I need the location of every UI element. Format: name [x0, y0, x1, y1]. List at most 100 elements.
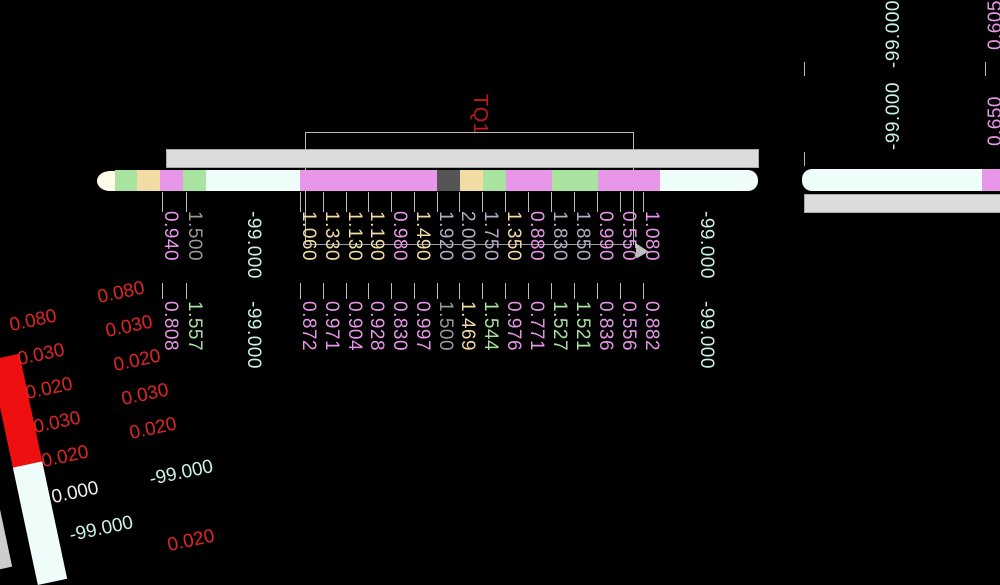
value-label: 0.556 [618, 301, 639, 352]
interval-tick [505, 283, 506, 299]
hole-interval[interactable] [206, 170, 301, 191]
interval-tick [368, 283, 369, 299]
value-label: 0.940 [160, 211, 181, 262]
interval-tick [162, 283, 163, 299]
value-label: 1.850 [572, 211, 593, 262]
value-label: 0.000 [49, 477, 101, 508]
interval-tick [346, 192, 347, 212]
interval-tick [574, 192, 575, 212]
value-label: -99.000 [883, 82, 904, 150]
interval-tick [551, 192, 552, 212]
interval-tick [300, 192, 301, 212]
hole-trace-panel [166, 149, 759, 168]
value-label: 1.521 [572, 301, 593, 352]
hole-interval[interactable] [323, 170, 347, 191]
value-label: 0.550 [618, 211, 639, 262]
interval-tick [528, 192, 529, 212]
value-label: -99.000 [696, 301, 717, 369]
hole-interval[interactable] [415, 170, 438, 191]
value-label: 0.650 [985, 96, 1000, 147]
drill-hole-right[interactable] [802, 169, 1000, 191]
value-label: 1.330 [321, 211, 342, 262]
value-label: 0.020 [111, 345, 163, 376]
interval-tick [505, 192, 506, 212]
value-label: 0.020 [127, 413, 179, 444]
drill-hole-tq1[interactable] [115, 170, 758, 191]
interval-tick [391, 192, 392, 212]
value-label: 0.830 [389, 301, 410, 352]
hole-interval[interactable] [183, 170, 207, 191]
value-label: 1.557 [184, 301, 205, 352]
hole-interval[interactable] [115, 170, 138, 191]
value-label: 1.830 [549, 211, 570, 262]
interval-tick [414, 192, 415, 212]
interval-tick [437, 283, 438, 299]
interval-tick [186, 192, 187, 212]
interval-tick [391, 283, 392, 299]
value-label: 0.990 [595, 211, 616, 262]
hole-interval[interactable] [346, 170, 370, 191]
hole-interval[interactable] [137, 170, 161, 191]
value-label: 1.544 [480, 301, 501, 352]
value-label: 0.904 [344, 301, 365, 352]
interval-tick [414, 283, 415, 299]
hole-interval[interactable] [506, 170, 530, 191]
value-label: -99.000 [147, 456, 216, 490]
value-label: 0.976 [503, 301, 524, 352]
hole-interval[interactable] [552, 170, 576, 191]
hole-trace-panel-right [804, 194, 1000, 213]
hole-interval[interactable] [641, 170, 661, 191]
hole-interval[interactable] [529, 170, 553, 191]
interval-tick [597, 192, 598, 212]
value-label: 0.030 [119, 379, 171, 410]
interval-tick [620, 192, 621, 212]
value-label: 0.080 [7, 305, 59, 336]
hole-trace-panel-left [0, 468, 13, 572]
hole-interval[interactable] [575, 170, 599, 191]
value-label: 1.190 [366, 211, 387, 262]
interval-tick [643, 192, 644, 212]
value-label: 1.130 [344, 211, 365, 262]
value-label: 1.080 [641, 211, 662, 262]
interval-tick [323, 192, 324, 212]
interval-tick [482, 192, 483, 212]
value-label: 1.500 [184, 211, 205, 262]
value-label: 0.971 [321, 301, 342, 352]
value-label: 0.880 [526, 211, 547, 262]
hole-interval[interactable] [598, 170, 622, 191]
selection-box-bottom [305, 244, 632, 245]
value-label: 1.920 [435, 211, 456, 262]
value-label: 0.771 [526, 301, 547, 352]
value-label: -99.000 [67, 512, 136, 546]
hole-interval[interactable] [369, 170, 393, 191]
interval-tick [437, 192, 438, 212]
value-label: -99.000 [243, 301, 264, 369]
interval-tick [528, 283, 529, 299]
value-label: 0.928 [366, 301, 387, 352]
value-label: 0.882 [641, 301, 662, 352]
value-label: 1.469 [457, 301, 478, 352]
value-label: 0.020 [165, 525, 217, 556]
hole-interval[interactable] [300, 170, 324, 191]
hole-name-label: TQ1 [469, 94, 491, 135]
value-label: 0.997 [412, 301, 433, 352]
interval-tick [620, 283, 621, 299]
interval-tick [459, 283, 460, 299]
interval-tick [323, 283, 324, 299]
value-label: 1.060 [298, 211, 319, 262]
value-label: 0.808 [160, 301, 181, 352]
hole-interval[interactable] [160, 170, 184, 191]
hole-interval[interactable] [660, 170, 758, 191]
interval-tick [551, 283, 552, 299]
interval-tick [597, 283, 598, 299]
hole-interval[interactable] [621, 170, 642, 191]
interval-tick [459, 192, 460, 212]
value-label: 0.030 [15, 339, 67, 370]
hole-interval[interactable] [437, 170, 461, 191]
value-label: 0.030 [103, 311, 155, 342]
hole-interval[interactable] [392, 170, 416, 191]
hole-interval[interactable] [483, 170, 507, 191]
hole-interval[interactable] [460, 170, 484, 191]
interval-tick [574, 283, 575, 299]
